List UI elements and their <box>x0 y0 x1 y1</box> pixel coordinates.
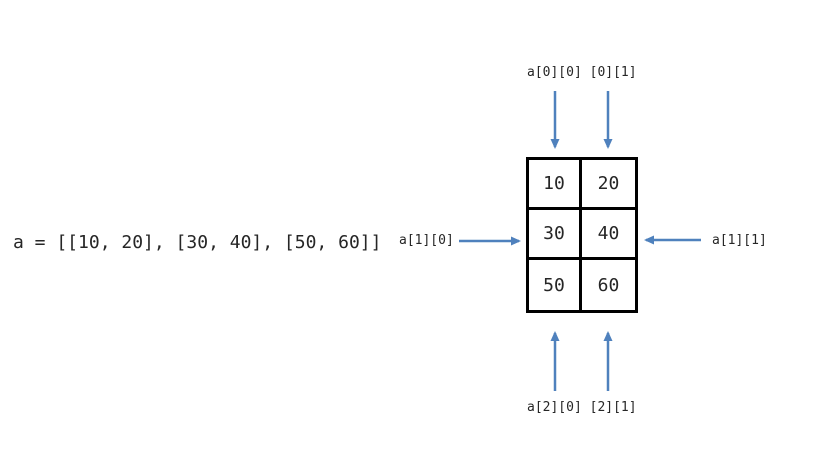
grid-cell-1-0: 30 <box>529 210 582 260</box>
label-a10: a[1][0] <box>399 233 454 248</box>
grid-cell-1-1: 40 <box>582 210 635 260</box>
grid-cell-2-0: 50 <box>529 260 582 310</box>
grid-cell-0-0: 10 <box>529 160 582 210</box>
grid-cell-0-1: 20 <box>582 160 635 210</box>
grid-cell-2-1: 60 <box>597 274 620 296</box>
array-grid: 10 20 30 40 50 60 <box>526 157 638 313</box>
label-a11: a[1][1] <box>712 233 767 248</box>
label-row0-indices: a[0][0] [0][1] <box>527 65 637 80</box>
array-expression: a = [[10, 20], [30, 40], [50, 60]] <box>13 232 382 253</box>
label-row2-indices: a[2][0] [2][1] <box>527 400 637 415</box>
